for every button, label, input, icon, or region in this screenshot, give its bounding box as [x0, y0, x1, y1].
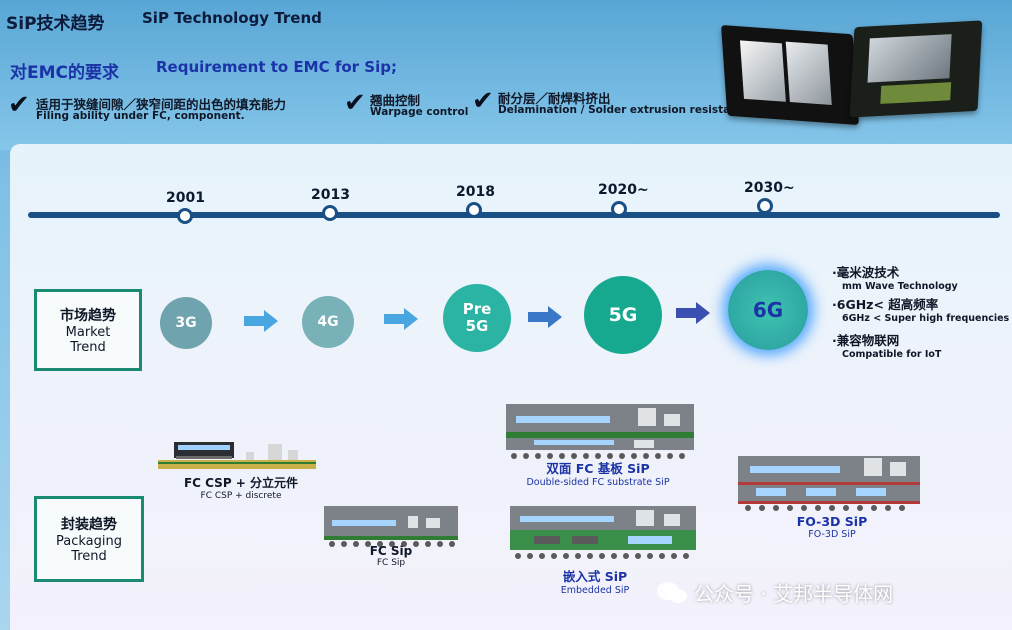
generation-pre5g: Pre 5G	[443, 284, 511, 352]
feature-high-frequency: ·6GHz< 超高频率 6GHz < Super high frequencie…	[832, 297, 1010, 324]
arrow-right-icon	[244, 310, 278, 332]
generation-4g: 4G	[302, 296, 354, 348]
package-fo3d: FO-3D SiP FO-3D SiP	[796, 514, 868, 540]
timeline-year: 2013	[311, 187, 350, 203]
package-fo3d-drawing	[738, 456, 920, 511]
watermark-text: 公众号 · 艾邦半导体网	[694, 582, 894, 606]
chip-photo-left	[721, 25, 859, 125]
generation-5g: 5G	[584, 276, 662, 354]
feature-iot: ·兼容物联网 Compatible for IoT	[832, 333, 942, 360]
requirement-item-cn: 适用于狭缝间隙／狭窄间距的出色的填充能力	[36, 97, 287, 112]
market-trend-label: 市场趋势 Market Trend	[34, 289, 142, 371]
requirement-title-cn: 对EMC的要求	[10, 63, 120, 83]
generation-3g: 3G	[160, 297, 212, 349]
check-icon: ✔	[344, 88, 366, 118]
timeline-year: 2018	[456, 184, 495, 200]
timeline-dot	[322, 205, 338, 221]
package-fc-csp: FC CSP + 分立元件 FC CSP + discrete	[183, 476, 299, 501]
timeline-year: 2020~	[598, 182, 649, 198]
page-title-en: SiP Technology Trend	[142, 9, 322, 27]
wechat-icon	[657, 582, 687, 603]
timeline-year: 2001	[166, 190, 205, 206]
packaging-trend-label: 封装趋势 Packaging Trend	[34, 496, 144, 582]
timeline-year: 2030~	[744, 180, 795, 196]
requirement-title-en: Requirement to EMC for Sip;	[156, 58, 397, 76]
package-embedded-drawing	[510, 506, 696, 559]
timeline-dot	[466, 202, 482, 218]
timeline-dot	[611, 201, 627, 217]
requirement-item-en: Warpage control	[370, 106, 469, 118]
timeline-line	[28, 212, 1000, 218]
package-fc-sip-drawing	[324, 506, 458, 547]
package-fc-csp-drawing	[158, 442, 316, 469]
page-title-cn: SiP技术趋势	[6, 14, 105, 34]
feature-mmwave: ·毫米波技术 mm Wave Technology	[832, 265, 958, 292]
requirement-item-en: Filing ability under FC, component.	[36, 110, 245, 122]
requirement-item-cn: 翘曲控制	[370, 93, 421, 108]
requirement-item-cn: 耐分层／耐焊料挤出	[498, 91, 611, 106]
timeline-dot	[757, 198, 773, 214]
package-double-sided: 双面 FC 基板 SiP Double-sided FC substrate S…	[526, 461, 670, 488]
timeline-dot	[177, 208, 193, 224]
generation-6g: 6G	[728, 270, 808, 350]
check-icon: ✔	[8, 90, 30, 120]
chip-photo-right	[849, 20, 983, 118]
requirement-item-en: Delamination / Solder extrusion resistan…	[498, 104, 752, 116]
arrow-right-icon	[528, 306, 562, 328]
package-embedded: 嵌入式 SiP Embedded SiP	[560, 569, 630, 596]
arrow-right-icon	[676, 302, 710, 324]
check-icon: ✔	[472, 86, 494, 116]
arrow-right-icon	[384, 308, 418, 330]
package-fc-sip: FC Sip FC Sip	[369, 544, 413, 568]
package-double-sided-drawing	[506, 404, 694, 459]
